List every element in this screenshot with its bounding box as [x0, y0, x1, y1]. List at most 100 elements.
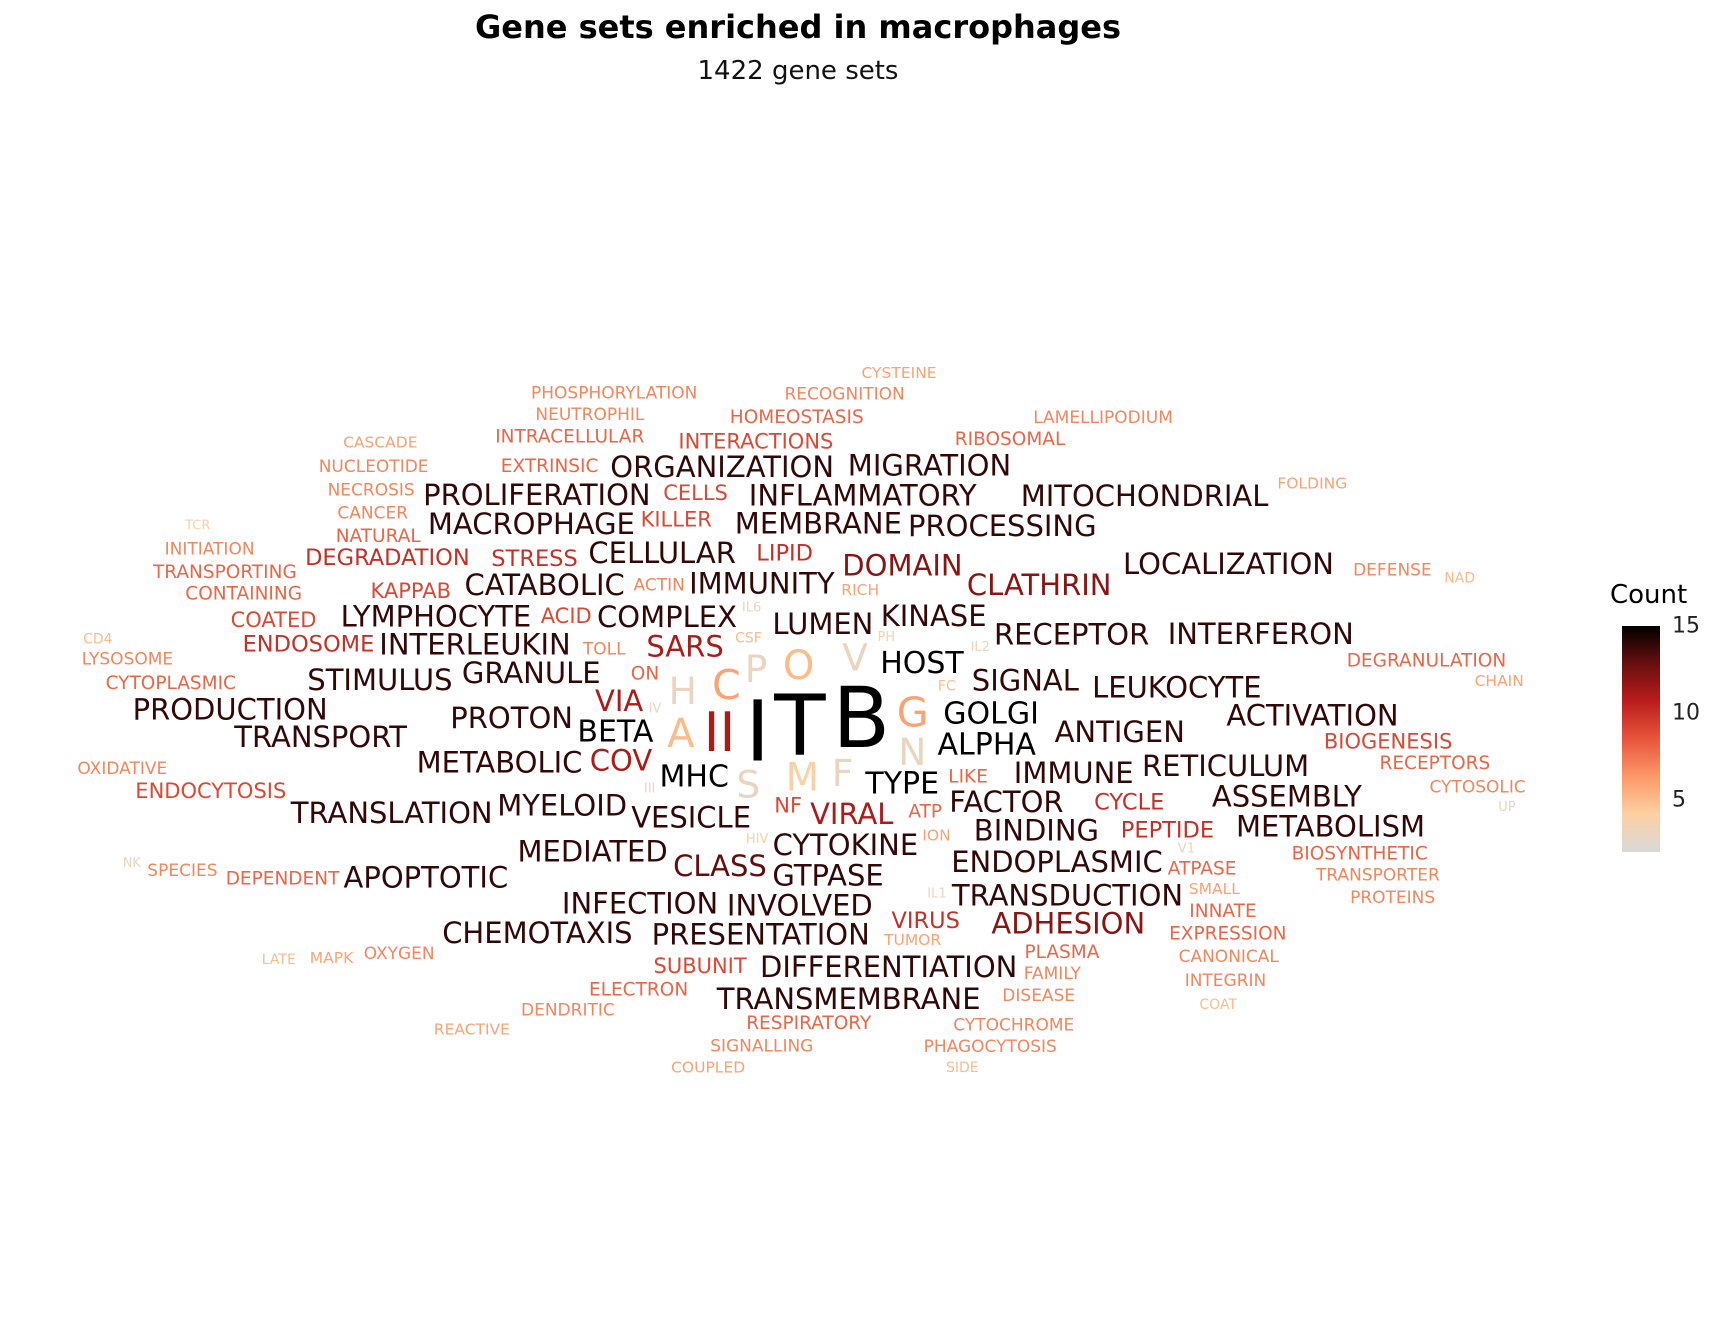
word-killer: KILLER — [641, 507, 712, 531]
word-initiation: INITIATION — [165, 540, 255, 560]
word-ion: ION — [922, 827, 950, 845]
word-up: UP — [1498, 800, 1516, 815]
word-homeostasis: HOMEOSTASIS — [730, 407, 864, 428]
word-signal: SIGNAL — [972, 664, 1079, 698]
word-antigen: ANTIGEN — [1055, 715, 1185, 749]
word-i: I — [745, 682, 770, 780]
word-cysteine: CYSTEINE — [862, 364, 937, 382]
word-chemotaxis: CHEMOTAXIS — [442, 916, 632, 950]
word-transport: TRANSPORT — [233, 720, 407, 754]
word-il2: IL2 — [971, 640, 990, 655]
word-membrane: MEMBRANE — [735, 507, 902, 541]
word-a: A — [667, 711, 695, 757]
word-coupled: COUPLED — [671, 1058, 745, 1076]
word-iii: III — [644, 782, 656, 797]
word-kappab: KAPPAB — [371, 579, 452, 603]
word-production: PRODUCTION — [133, 692, 328, 726]
word-degranulation: DEGRANULATION — [1347, 651, 1507, 672]
word-adhesion: ADHESION — [991, 907, 1145, 941]
word-t: T — [773, 676, 826, 774]
word-transporting: TRANSPORTING — [152, 562, 297, 583]
legend-tick-label: 10 — [1672, 700, 1700, 726]
word-family: FAMILY — [1024, 964, 1082, 984]
word-transmembrane: TRANSMEMBRANE — [716, 982, 981, 1016]
word-atpase: ATPASE — [1168, 859, 1237, 880]
word-ph: PH — [878, 630, 896, 645]
word-golgi: GOLGI — [943, 697, 1039, 732]
legend-tick-label: 5 — [1672, 787, 1686, 813]
word-cytokine: CYTOKINE — [773, 828, 919, 862]
word-transduction: TRANSDUCTION — [951, 879, 1183, 913]
word-necrosis: NECROSIS — [328, 481, 415, 501]
word-subunit: SUBUNIT — [654, 954, 747, 978]
word-via: VIA — [595, 684, 643, 718]
word-lumen: LUMEN — [772, 607, 873, 641]
word-coat: COAT — [1199, 997, 1237, 1013]
word-acid: ACID — [541, 604, 592, 628]
word-natural: NATURAL — [336, 526, 422, 547]
legend-tick-label: 15 — [1672, 613, 1700, 639]
word-domain: DOMAIN — [842, 548, 962, 582]
word-rich: RICH — [841, 581, 879, 599]
chart-subtitle: 1422 gene sets — [697, 56, 899, 86]
word-myeloid: MYELOID — [497, 789, 627, 823]
word-on: ON — [631, 664, 659, 685]
word-h: H — [669, 669, 697, 713]
word-lymphocyte: LYMPHOCYTE — [341, 599, 532, 633]
word-small: SMALL — [1189, 880, 1240, 898]
word-v1: V1 — [1178, 842, 1195, 857]
word-class: CLASS — [673, 849, 767, 883]
word-ii: II — [704, 701, 736, 764]
word-activation: ACTIVATION — [1226, 698, 1398, 732]
word-biogenesis: BIOGENESIS — [1324, 730, 1453, 754]
word-il6: IL6 — [742, 601, 761, 616]
word-g: G — [897, 689, 929, 737]
word-m: M — [786, 755, 819, 800]
word-sars: SARS — [646, 629, 723, 663]
word-csf: CSF — [735, 631, 762, 647]
word-inflammatory: INFLAMMATORY — [749, 479, 977, 513]
word-electron: ELECTRON — [589, 980, 688, 1001]
word-recognition: RECOGNITION — [785, 385, 905, 405]
word-degradation: DEGRADATION — [305, 545, 470, 571]
word-proliferation: PROLIFERATION — [423, 478, 651, 512]
word-migration: MIGRATION — [848, 448, 1011, 482]
word-innate: INNATE — [1189, 901, 1256, 922]
word-extrinsic: EXTRINSIC — [501, 456, 599, 477]
word-factor: FACTOR — [949, 785, 1063, 819]
word-v: V — [842, 636, 868, 680]
word-nucleotide: NUCLEOTIDE — [319, 457, 429, 477]
word-mitochondrial: MITOCHONDRIAL — [1021, 479, 1269, 513]
word-integrin: INTEGRIN — [1185, 971, 1267, 991]
word-proton: PROTON — [450, 701, 573, 735]
word-host: HOST — [880, 646, 964, 681]
word-cytochrome: CYTOCHROME — [953, 1015, 1074, 1035]
word-proteins: PROTEINS — [1350, 888, 1435, 908]
word-cd4: CD4 — [83, 632, 113, 648]
word-processing: PROCESSING — [908, 509, 1097, 543]
word-apoptotic: APOPTOTIC — [344, 860, 509, 894]
word-tcr: TCR — [184, 518, 210, 533]
word-lipid: LIPID — [756, 540, 813, 566]
word-catabolic: CATABOLIC — [465, 568, 625, 602]
word-atp: ATP — [908, 802, 942, 823]
legend-tick-mark — [1660, 799, 1666, 801]
word-phosphorylation: PHOSPHORYLATION — [531, 384, 697, 404]
word-immunity: IMMUNITY — [689, 566, 835, 600]
word-plasma: PLASMA — [1025, 942, 1100, 963]
word-cascade: CASCADE — [343, 433, 417, 451]
word-localization: LOCALIZATION — [1123, 547, 1334, 581]
word-toll: TOLL — [582, 640, 626, 660]
word-clathrin: CLATHRIN — [967, 568, 1112, 602]
word-cellular: CELLULAR — [588, 536, 735, 570]
word-kinase: KINASE — [881, 599, 987, 633]
word-intracellular: INTRACELLULAR — [495, 427, 644, 448]
word-cytoplasmic: CYTOPLASMIC — [106, 673, 236, 694]
word-s: S — [736, 763, 760, 807]
word-beta: BETA — [577, 714, 654, 749]
word-interleukin: INTERLEUKIN — [379, 627, 570, 661]
word-gtpase: GTPASE — [772, 859, 883, 893]
word-reticulum: RETICULUM — [1142, 749, 1309, 783]
